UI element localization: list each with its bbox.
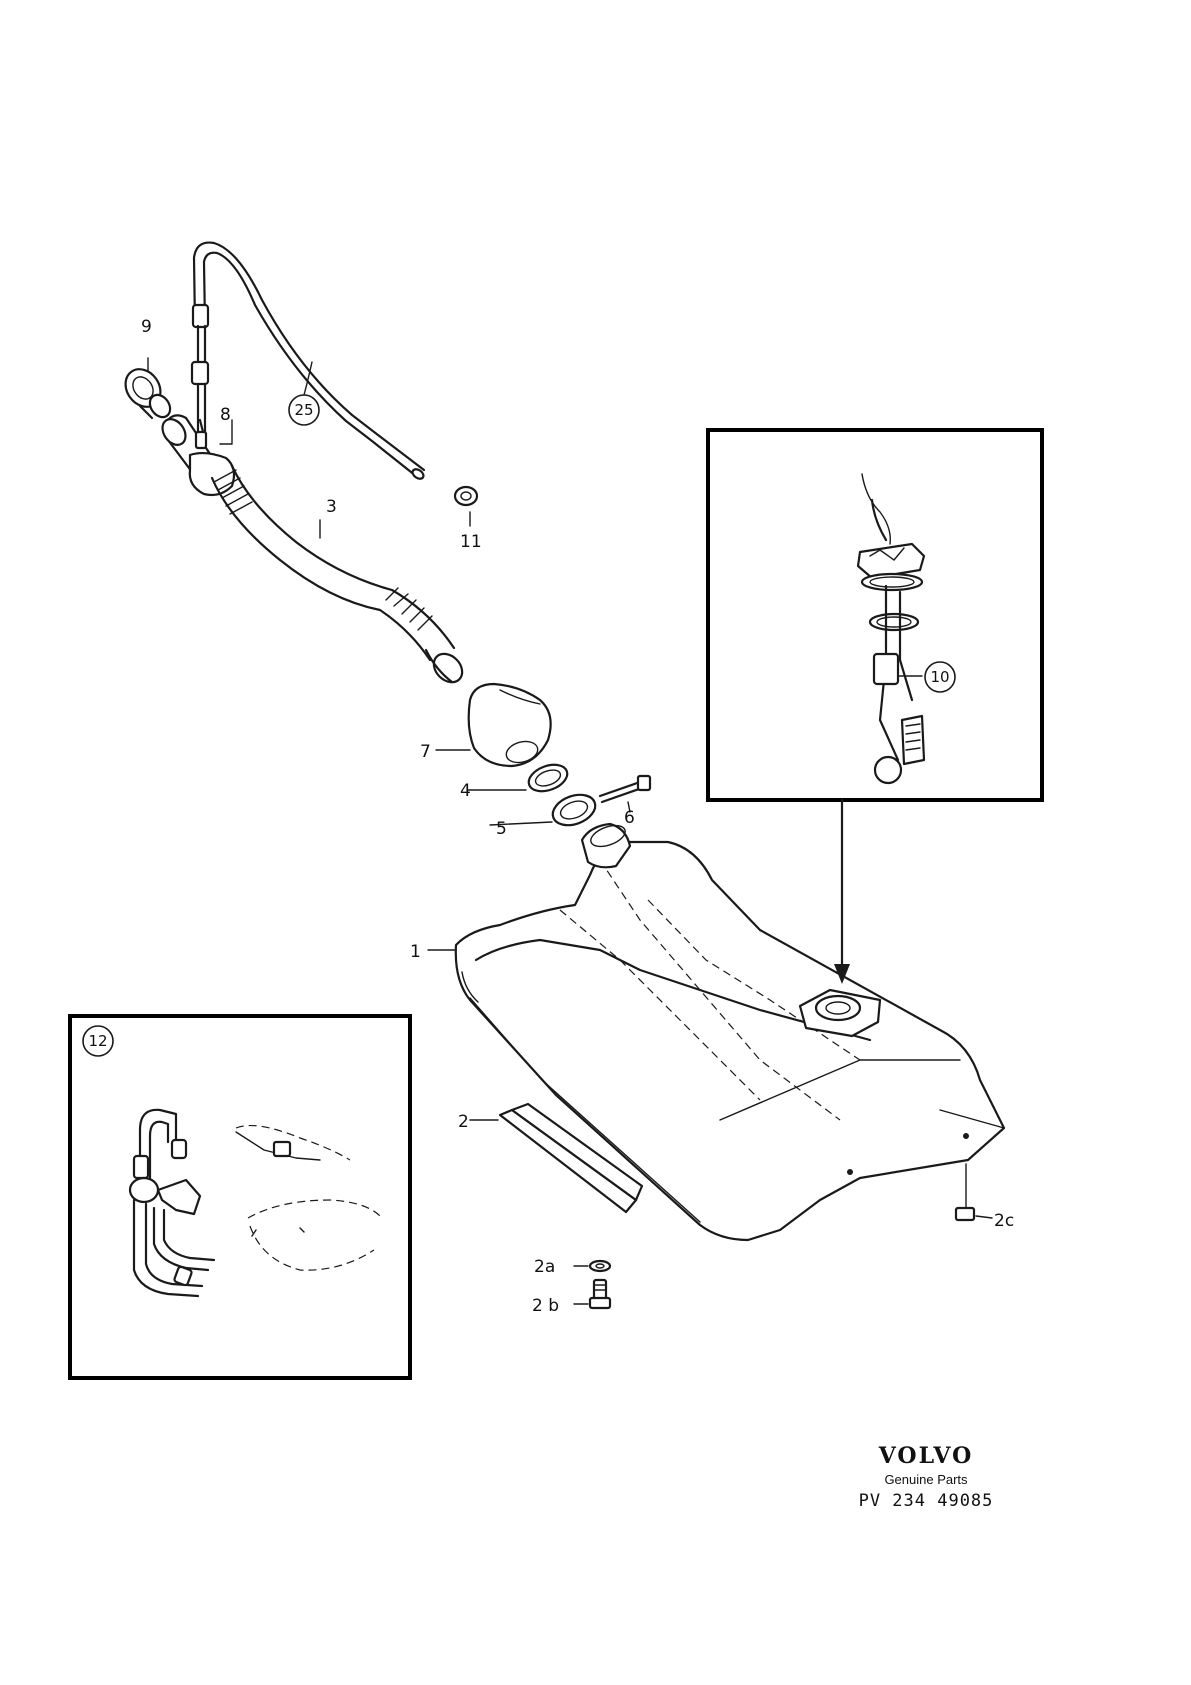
tank-strap	[469, 1102, 644, 1214]
callout-25: 25	[288, 394, 320, 426]
callout-2a: 2a	[534, 1257, 555, 1277]
callout-4: 4	[460, 781, 471, 801]
sender-inset	[706, 428, 1044, 802]
tank-bolt	[954, 1163, 993, 1222]
callout-10: 10	[924, 661, 956, 693]
callout-2b: 2 b	[532, 1296, 559, 1316]
callout-1: 1	[410, 942, 421, 962]
washer	[573, 1259, 612, 1273]
brand-block: VOLVO Genuine Parts PV 234 49085	[859, 1443, 994, 1511]
callout-6: 6	[624, 808, 635, 828]
clamp-screw	[598, 774, 652, 813]
filler-cap	[124, 357, 172, 420]
strap-bolt	[573, 1278, 612, 1310]
svg-text:12: 12	[88, 1032, 107, 1050]
fuel-tank	[427, 822, 1006, 1242]
callout-2: 2	[458, 1112, 469, 1132]
inset-arrow	[834, 798, 850, 984]
clamp-ring	[489, 793, 597, 827]
callout-2c: 2c	[994, 1211, 1014, 1231]
seal-housing	[435, 682, 552, 768]
callout-3: 3	[326, 497, 337, 517]
grommet	[453, 485, 479, 527]
brand-subtitle: Genuine Parts	[884, 1472, 968, 1487]
filler-neck	[161, 414, 236, 497]
callout-5: 5	[496, 819, 507, 839]
part-code: PV 234 49085	[859, 1491, 994, 1511]
callout-8: 8	[220, 405, 231, 425]
vent-valve-inset	[68, 1014, 412, 1380]
seal-ring	[467, 763, 569, 793]
brand-name: VOLVO	[878, 1443, 974, 1469]
callout-labels: 1 2 2a 2 b 2c 3 4 5 6 7 8 9 11 10 12 25	[82, 317, 1014, 1316]
callout-11: 11	[460, 532, 482, 552]
svg-text:10: 10	[930, 668, 949, 686]
svg-text:25: 25	[294, 401, 313, 419]
callout-7: 7	[420, 742, 431, 762]
vent-hose	[190, 241, 426, 480]
callout-9: 9	[141, 317, 152, 337]
filler-hose	[210, 464, 464, 684]
callout-12: 12	[82, 1025, 114, 1057]
